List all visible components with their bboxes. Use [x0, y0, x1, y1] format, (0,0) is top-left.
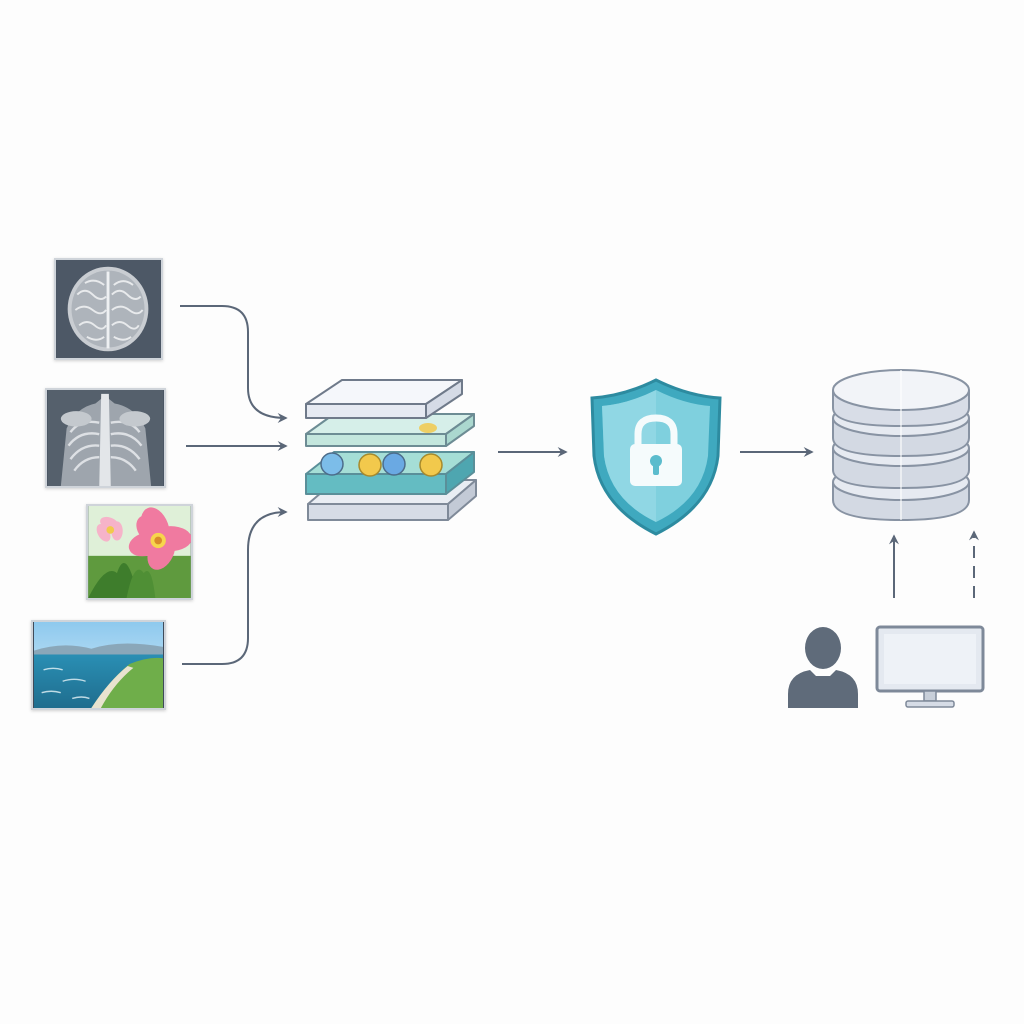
stack-nodes	[320, 452, 443, 477]
brain-icon	[56, 260, 161, 358]
flower-photo-thumbnail	[86, 504, 193, 600]
arrow-brain-to-stack	[180, 305, 288, 423]
coast-landscape-thumbnail	[31, 620, 166, 710]
flower-icon	[88, 506, 191, 598]
arrow-coast-to-stack	[182, 507, 288, 665]
chest-xray-icon	[47, 390, 164, 486]
layer-stack-icon	[298, 372, 483, 537]
monitor-icon	[874, 624, 986, 710]
brain-mri-thumbnail	[54, 258, 163, 360]
padlock-icon	[630, 414, 682, 486]
chest-xray-thumbnail	[45, 388, 166, 488]
user-icon	[786, 624, 860, 710]
stack-layer-top	[305, 379, 463, 419]
shield-lock-icon	[588, 376, 724, 538]
database-icon	[828, 366, 974, 524]
landscape-icon	[34, 622, 163, 708]
